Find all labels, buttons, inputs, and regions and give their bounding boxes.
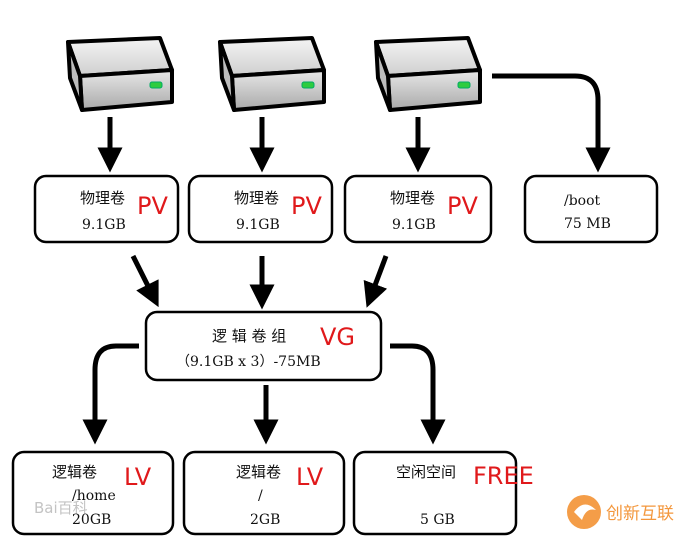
pv-box: 物理卷 PV 9.1GB (33, 174, 180, 244)
svg-text:PV: PV (137, 192, 168, 220)
hard-disk-icon (374, 36, 482, 112)
svg-text:9.1GB: 9.1GB (236, 217, 280, 233)
svg-text:/: / (258, 488, 263, 504)
svg-text:逻 辑 卷 组: 逻 辑 卷 组 (212, 327, 286, 345)
svg-text:9.1GB: 9.1GB (392, 217, 436, 233)
svg-text:（9.1GB x 3）-75MB: （9.1GB x 3）-75MB (176, 354, 321, 370)
svg-text:物理卷: 物理卷 (390, 189, 435, 207)
baidu-watermark: Bai百科 (34, 499, 88, 517)
svg-text:/boot: /boot (564, 193, 601, 209)
svg-text:PV: PV (291, 192, 322, 220)
svg-text:9.1GB: 9.1GB (82, 217, 126, 233)
arrows-disk-to-pv (97, 73, 611, 173)
svg-text:LV: LV (124, 463, 152, 491)
svg-text:2GB: 2GB (250, 512, 280, 528)
chuangxin-logo: 创新互联 (567, 495, 674, 529)
svg-text:创新互联: 创新互联 (606, 504, 674, 524)
pv-box: 物理卷 PV 9.1GB (343, 174, 493, 244)
svg-text:逻辑卷: 逻辑卷 (236, 463, 281, 481)
hard-disk-icon (218, 36, 326, 112)
svg-text:VG: VG (320, 323, 355, 351)
boot-box: /boot 75 MB (523, 174, 659, 244)
lv-box: 逻辑卷 LV / 2GB (182, 450, 346, 536)
svg-text:20GB: 20GB (72, 512, 111, 528)
svg-text:物理卷: 物理卷 (80, 189, 125, 207)
vg-box: 逻 辑 卷 组 VG （9.1GB x 3）-75MB (144, 310, 383, 382)
arrows-pv-to-vg (130, 254, 389, 310)
svg-text:FREE: FREE (473, 462, 534, 490)
svg-text:LV: LV (296, 463, 324, 491)
free-box: 空闲空间 FREE 5 GB (352, 450, 534, 536)
svg-text:逻辑卷: 逻辑卷 (52, 463, 97, 481)
svg-text:75 MB: 75 MB (564, 216, 611, 232)
svg-text:PV: PV (447, 192, 478, 220)
svg-text:空闲空间: 空闲空间 (396, 463, 456, 481)
arrows-vg-to-lv (82, 343, 446, 445)
svg-text:/home: /home (72, 488, 116, 504)
hard-disk-icon (66, 36, 174, 112)
pv-box: 物理卷 PV 9.1GB (187, 174, 334, 244)
svg-text:物理卷: 物理卷 (234, 189, 279, 207)
svg-text:5 GB: 5 GB (420, 512, 455, 528)
svg-text:Bai百科: Bai百科 (34, 499, 88, 517)
lv-box: 逻辑卷 LV /home 20GB (11, 450, 175, 536)
